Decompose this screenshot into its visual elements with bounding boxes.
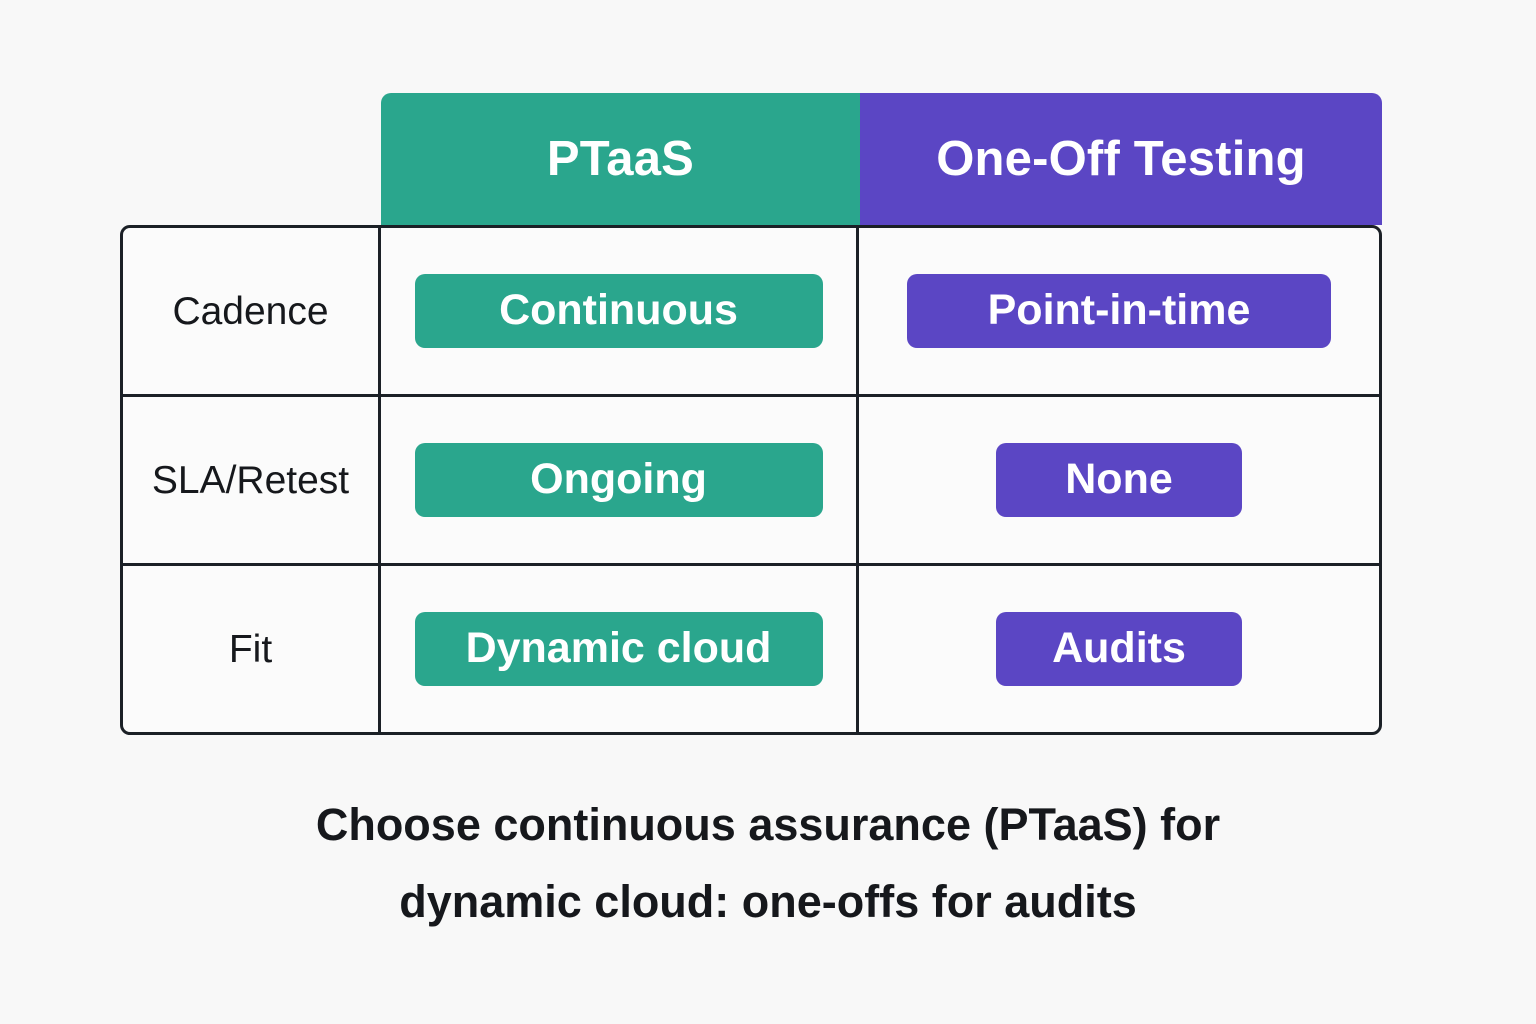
cell-cadence-oneoff: Point-in-time <box>859 228 1379 394</box>
column-header-oneoff: One-Off Testing <box>860 93 1382 225</box>
comparison-table: Cadence Continuous Point-in-time SLA/Ret… <box>120 225 1382 735</box>
row-label-sla-retest: SLA/Retest <box>151 458 350 502</box>
pill-sla-retest-ptaas: Ongoing <box>414 443 823 517</box>
pill-sla-retest-oneoff: None <box>996 443 1242 517</box>
caption: Choose continuous assurance (PTaaS) for … <box>168 786 1368 941</box>
cell-sla-retest-ptaas: Ongoing <box>381 397 859 563</box>
cell-cadence-ptaas: Continuous <box>381 228 859 394</box>
pill-fit-ptaas: Dynamic cloud <box>414 612 823 686</box>
row-label-cell-fit: Fit <box>123 566 381 732</box>
table-header-band: PTaaS One-Off Testing <box>381 93 1382 225</box>
cell-fit-oneoff: Audits <box>859 566 1379 732</box>
cell-fit-ptaas: Dynamic cloud <box>381 566 859 732</box>
row-label-cell-cadence: Cadence <box>123 228 381 394</box>
table-row: Cadence Continuous Point-in-time <box>123 228 1379 397</box>
pill-fit-oneoff: Audits <box>996 612 1242 686</box>
cell-sla-retest-oneoff: None <box>859 397 1379 563</box>
caption-line-2: dynamic cloud: one-offs for audits <box>399 876 1137 928</box>
column-header-ptaas-label: PTaaS <box>546 131 695 186</box>
pill-cadence-ptaas: Continuous <box>414 274 823 348</box>
row-label-cell-sla-retest: SLA/Retest <box>123 397 381 563</box>
pill-cadence-oneoff: Point-in-time <box>907 274 1331 348</box>
table-row: SLA/Retest Ongoing None <box>123 397 1379 566</box>
row-label-cadence: Cadence <box>172 289 329 333</box>
caption-line-1: Choose continuous assurance (PTaaS) for <box>315 799 1221 850</box>
column-header-ptaas: PTaaS <box>381 93 860 225</box>
row-label-fit: Fit <box>228 627 273 671</box>
column-header-oneoff-label: One-Off Testing <box>936 131 1306 186</box>
table-row: Fit Dynamic cloud Audits <box>123 566 1379 732</box>
